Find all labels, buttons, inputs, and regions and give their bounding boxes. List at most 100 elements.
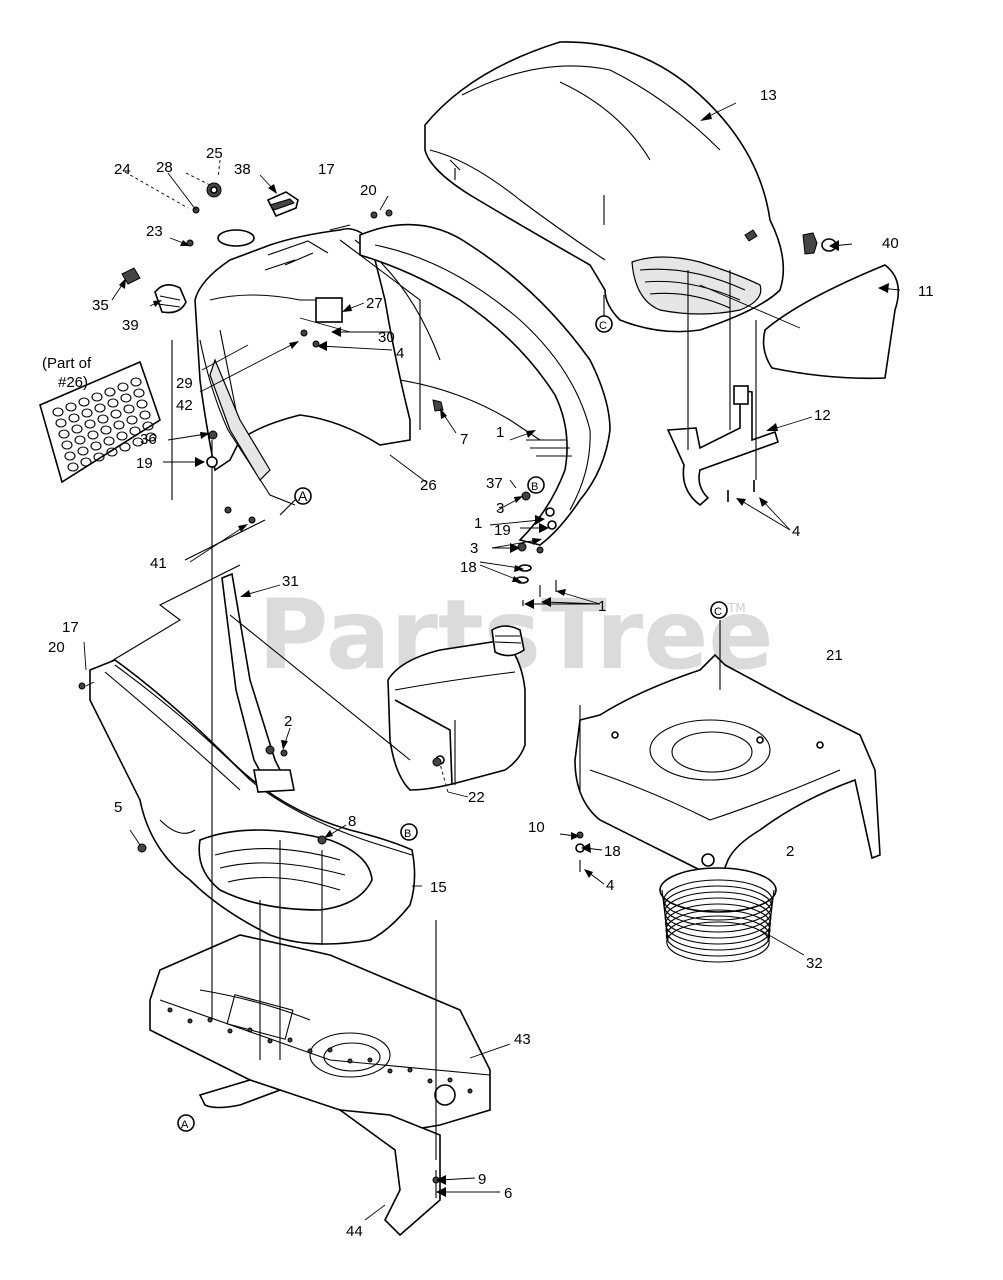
grille-hole (93, 452, 105, 462)
grille-hole (132, 437, 144, 447)
grille-hole (100, 425, 112, 435)
label-18-right: 18 (604, 843, 621, 860)
grille-hole (74, 435, 86, 445)
grille-hole (77, 446, 89, 456)
grille-hole (84, 419, 96, 429)
grille-hole (133, 388, 145, 398)
grille-hole (65, 402, 77, 412)
label-17-left: 17 (62, 619, 79, 636)
grille-hole (139, 410, 151, 420)
label-29: 29 (176, 375, 193, 392)
grille-hole (52, 407, 64, 417)
marker-c-lower: C (710, 601, 728, 619)
label-43: 43 (514, 1031, 531, 1048)
grille-hole (119, 442, 131, 452)
svg-text:C: C (714, 606, 722, 618)
frame-hole (167, 1007, 173, 1013)
frame-hole (247, 1027, 253, 1033)
bellows-ring (665, 915, 771, 957)
label-24: 24 (114, 161, 131, 178)
bulb-part-40 (802, 232, 837, 255)
frame-hole (367, 1057, 373, 1063)
grille-hole (61, 440, 73, 450)
grille-hole (91, 392, 103, 402)
frame-hole (427, 1078, 433, 1084)
grille-hole (81, 408, 93, 418)
marker-b-lower: B (400, 823, 418, 841)
frame-hole (467, 1088, 473, 1094)
grille-hole (126, 415, 138, 425)
svg-text:B: B (531, 481, 538, 493)
bellows-ring (665, 909, 771, 951)
marker-c-upper: C (595, 315, 613, 333)
grille-hole (78, 397, 90, 407)
label-15: 15 (430, 879, 447, 896)
label-21: 21 (826, 647, 843, 664)
ignition-part-39 (154, 284, 187, 314)
grille-hole (55, 418, 67, 428)
frame-hole (287, 1037, 293, 1043)
label-8: 8 (348, 813, 356, 830)
frame-hole (447, 1077, 453, 1083)
bellows-part-32 (659, 867, 777, 963)
svg-text:C: C (599, 320, 607, 332)
grille-hole (120, 393, 132, 403)
note-part-of-line1: (Part of (42, 355, 92, 372)
label-12: 12 (814, 407, 831, 424)
frame-hole (307, 1048, 313, 1054)
label-37: 37 (486, 475, 503, 492)
label-6: 6 (504, 1185, 512, 1202)
label-41: 41 (150, 555, 167, 572)
grille-hole (123, 404, 135, 414)
grille-hole (58, 429, 70, 439)
part-labels: 13 40 11 12 4 24 28 25 38 17 20 23 35 39… (48, 87, 934, 1240)
svg-text:B: B (404, 828, 411, 840)
grille-hole (113, 420, 125, 430)
grille-hole (94, 403, 106, 413)
label-10: 10 (528, 819, 545, 836)
svg-text:A: A (298, 488, 308, 504)
frame-hole (227, 1028, 233, 1034)
grille-hole (116, 431, 128, 441)
label-39: 39 (122, 317, 139, 334)
grille-hole (87, 430, 99, 440)
label-4-mid: 4 (396, 345, 404, 362)
label-2-left: 2 (284, 713, 292, 730)
label-44: 44 (346, 1223, 363, 1240)
label-19-left: 19 (136, 455, 153, 472)
label-4-lower: 4 (606, 877, 614, 894)
label-5: 5 (114, 799, 122, 816)
label-28: 28 (156, 159, 173, 176)
grille-hole (107, 398, 119, 408)
frame-hole (207, 1017, 213, 1023)
label-20-top: 20 (360, 182, 377, 199)
label-19-right: 19 (494, 522, 511, 539)
grille-hole (104, 387, 116, 397)
lens-part-11 (699, 264, 900, 380)
frame-part-43 (149, 934, 491, 1237)
label-26: 26 (420, 477, 437, 494)
label-3-upper: 3 (496, 500, 504, 517)
grille-hole (110, 409, 122, 419)
grille-hole (67, 462, 79, 472)
connector-lines (109, 224, 721, 1160)
label-1-top: 1 (496, 424, 504, 441)
label-1-mid: 1 (474, 515, 482, 532)
label-32: 32 (806, 955, 823, 972)
marker-a-lower: A (177, 1114, 195, 1132)
marker-b-upper: B (527, 476, 545, 494)
grille-hole (130, 377, 142, 387)
frame-hole (387, 1068, 393, 1074)
frame-hole (407, 1067, 413, 1073)
grille-hole (136, 399, 148, 409)
knob-part-28-25 (206, 182, 222, 198)
bellows-ring (663, 879, 773, 921)
label-31: 31 (282, 573, 299, 590)
label-4-right: 4 (792, 523, 800, 540)
label-11: 11 (918, 283, 934, 300)
frame-hole (327, 1047, 333, 1053)
grille-hole (71, 424, 83, 434)
label-9: 9 (478, 1171, 486, 1188)
label-23: 23 (146, 223, 163, 240)
